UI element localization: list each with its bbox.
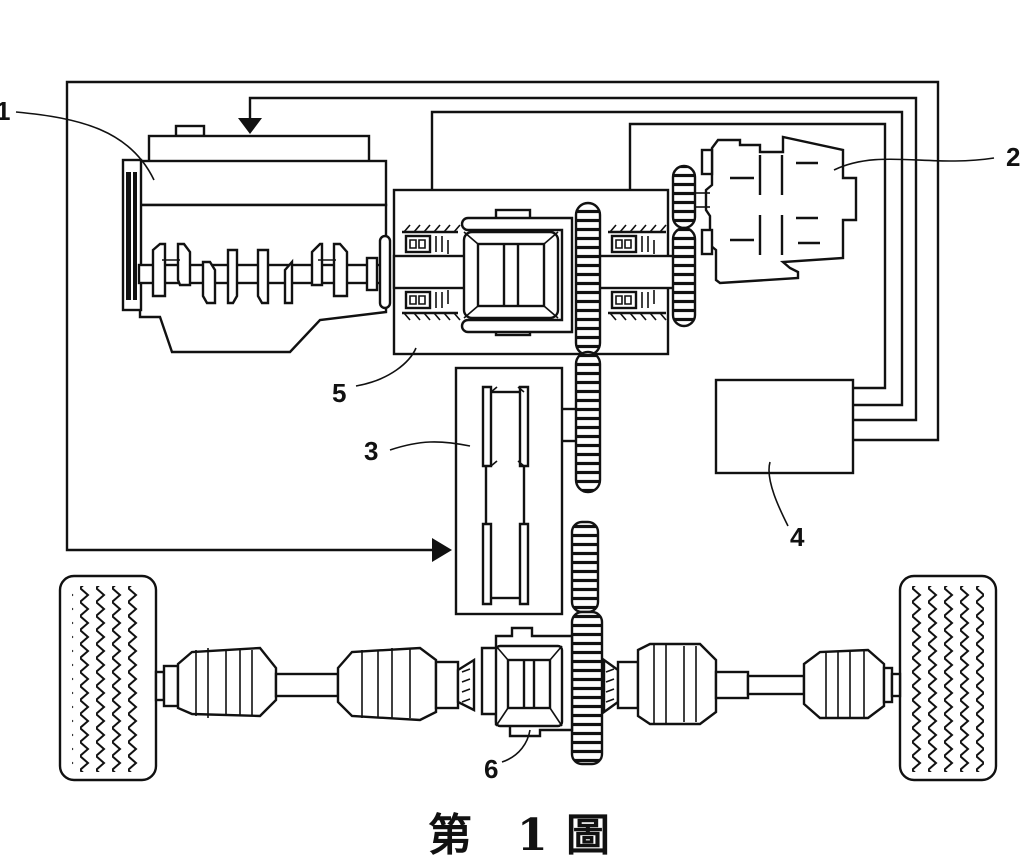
arrow-to-engine-icon: [238, 118, 262, 134]
gear-final-ring: [570, 610, 604, 766]
arrow-to-motor-icon: [432, 538, 452, 562]
gear-final-upper: [570, 520, 600, 614]
right-wheel: [898, 574, 998, 782]
label-motor: 3: [364, 436, 378, 466]
drive-axle: [58, 574, 998, 782]
label-motor-generator: 2: [1006, 142, 1020, 172]
label-clutch-unit: 5: [332, 378, 346, 408]
left-clutch: [402, 224, 461, 321]
wire-to-left-clutch: [430, 110, 904, 407]
figure-caption: 第 1 圖: [428, 810, 612, 861]
label-engine: 1: [0, 96, 10, 126]
left-wheel: [58, 574, 158, 782]
wire-to-motor: [65, 80, 940, 552]
caption-part-1: 第: [428, 810, 474, 861]
leader-lines: [15, 111, 995, 763]
wire-to-engine: [248, 96, 918, 422]
controller-box: [714, 378, 855, 475]
motor-generator: [695, 135, 858, 285]
electric-motor: [454, 366, 576, 616]
gear-mg-lower: [671, 226, 697, 328]
wire-to-right-clutch: [628, 122, 887, 390]
gear-main-lower: [574, 350, 602, 494]
engine: [121, 124, 392, 354]
caption-part-2: 1: [517, 810, 550, 861]
gear-main-upper: [574, 201, 602, 357]
gear-train: [570, 164, 697, 766]
clutch-transmission-unit: [392, 188, 695, 356]
label-controller: 4: [790, 522, 805, 552]
label-differential: 6: [484, 754, 498, 784]
caption-part-3: 圖: [566, 810, 612, 861]
reference-labels: 1 2 3 4 5 6: [0, 96, 1020, 784]
right-clutch: [608, 224, 667, 321]
gear-mg-upper: [671, 164, 697, 230]
